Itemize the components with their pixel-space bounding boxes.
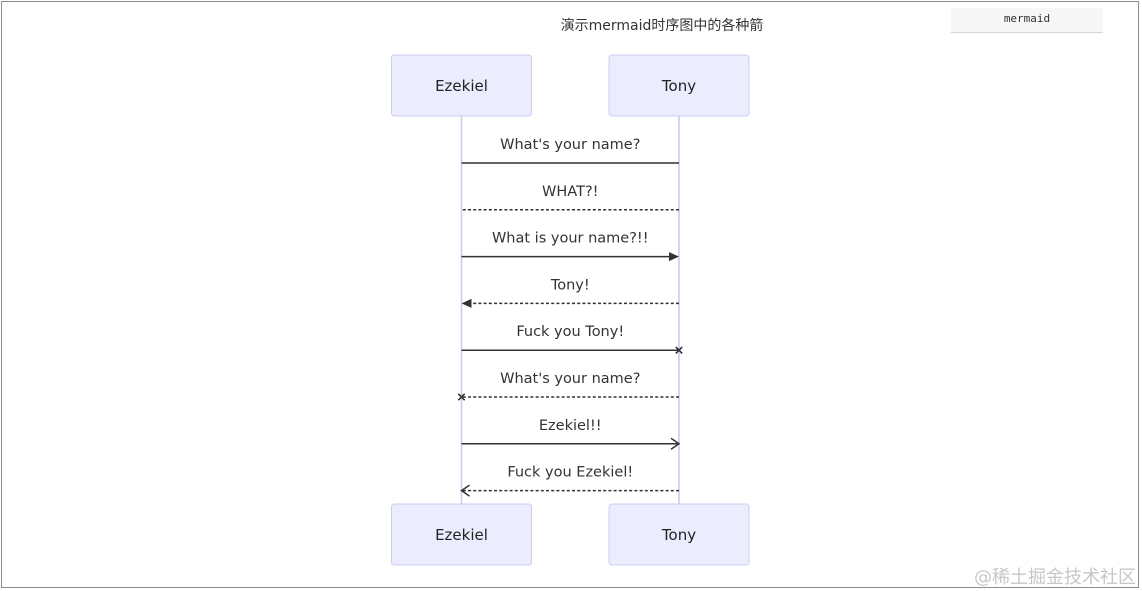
actor-label: Ezekiel [435,526,488,544]
message-label: Fuck you Tony! [516,324,624,340]
actor-ezekiel-top: Ezekiel [391,54,532,117]
message-label: Ezekiel!! [539,418,602,434]
message-label: Fuck you Ezekiel! [507,465,633,481]
diagram-title: 演示mermaid时序图中的各种箭 [560,18,764,34]
watermark: @稀土掘金技术社区 [974,567,1136,588]
arrowhead-filled [669,252,679,262]
arrowhead-cross [675,346,683,354]
message-label: What's your name? [500,137,640,153]
message-8: Fuck you Ezekiel! [460,465,679,497]
message-6: What's your name? [457,371,679,401]
actor-label: Tony [661,77,696,95]
code-language-tag: mermaid [951,8,1103,33]
actor-label: Tony [661,526,696,544]
message-7: Ezekiel!! [461,418,681,450]
message-5: Fuck you Tony! [461,324,683,354]
arrowhead-filled [461,298,472,308]
message-1: What's your name? [461,137,679,164]
actor-box [608,54,750,117]
actor-label: Ezekiel [435,77,488,95]
actor-box [608,503,750,566]
message-2: WHAT?! [461,184,679,211]
actor-tony-bottom: Tony [608,503,750,566]
arrowhead-open [460,484,470,497]
actor-box [391,503,532,566]
actor-tony-top: Tony [608,54,750,117]
message-label: WHAT?! [542,184,598,200]
actor-box [391,54,532,117]
message-3: What is your name?!! [461,231,679,262]
arrowhead-open [670,437,681,450]
arrowhead-cross [457,393,466,401]
message-4: Tony! [461,277,679,308]
message-label: What's your name? [500,371,640,387]
actor-ezekiel-bottom: Ezekiel [391,503,532,566]
message-label: What is your name?!! [492,231,649,247]
message-label: Tony! [550,277,590,293]
